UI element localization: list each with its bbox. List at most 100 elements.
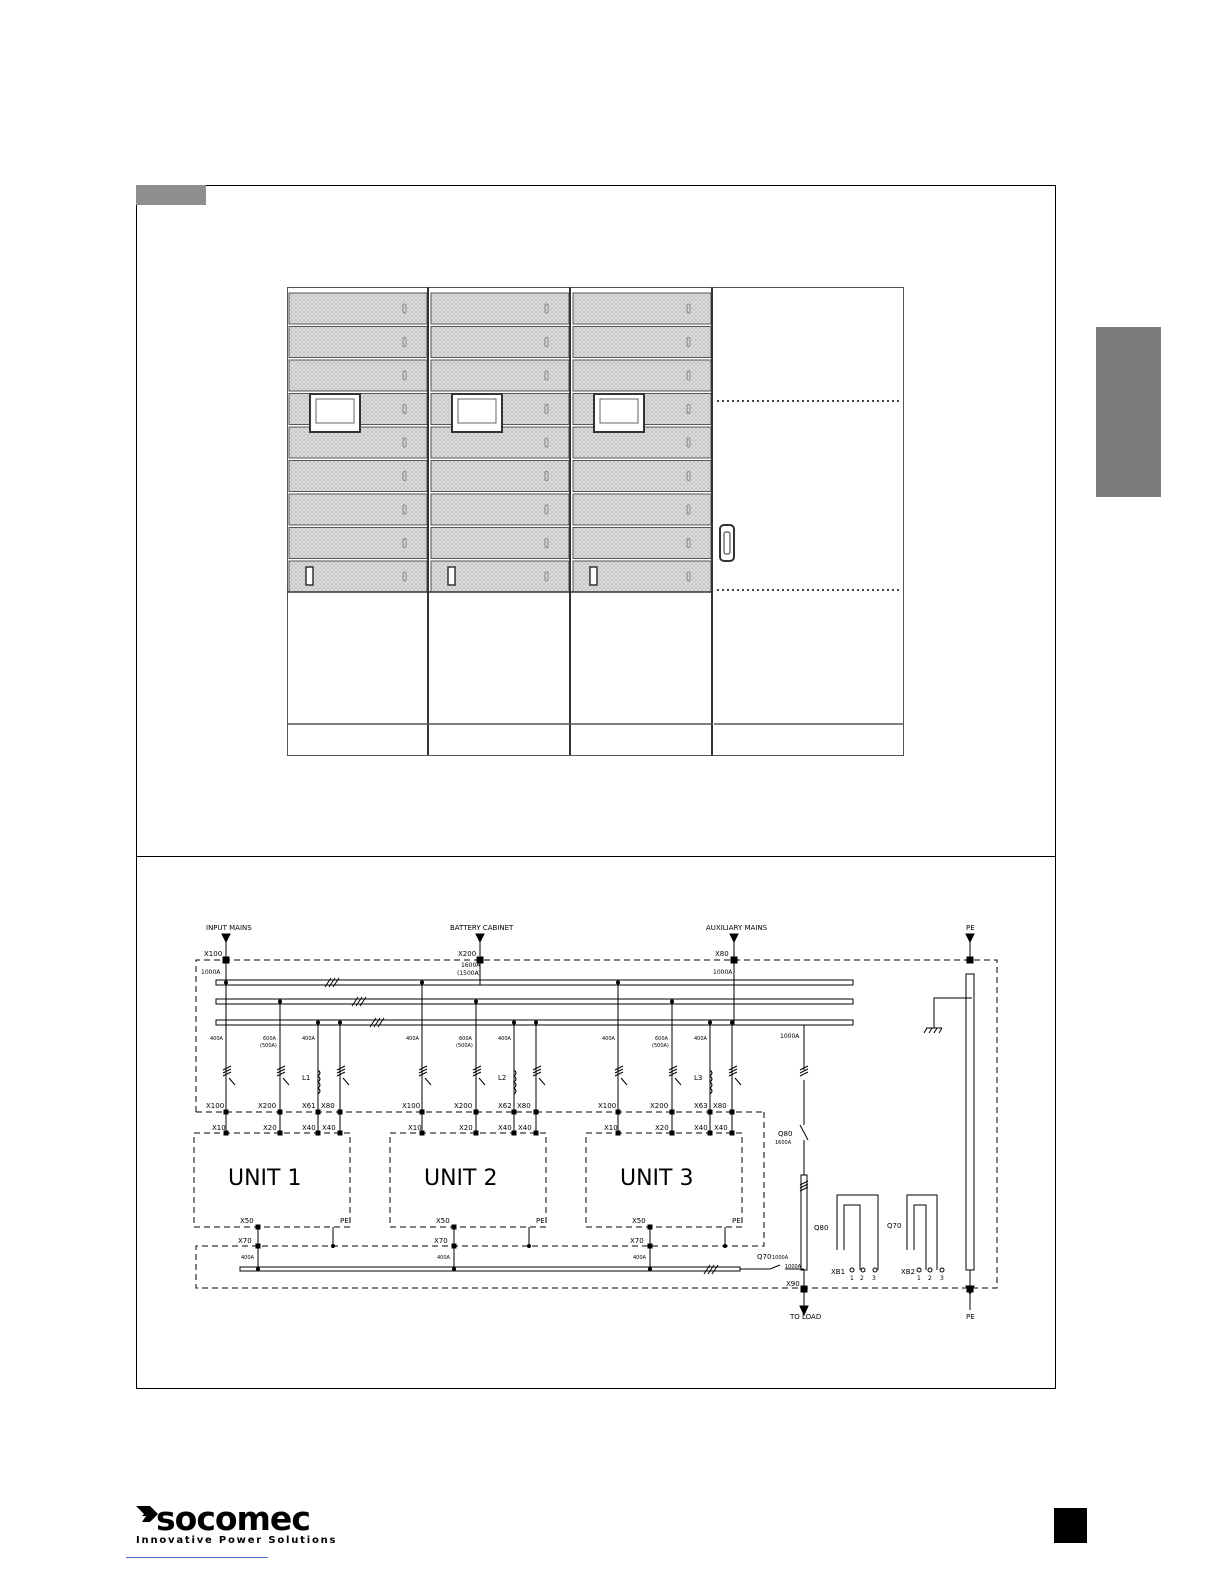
terminal-label: X100 [402,1102,420,1110]
rating-label: 600A [459,1036,473,1042]
terminal-label: X10 [408,1124,422,1132]
terminal-label: X62 [498,1102,512,1110]
terminal-label: PE [536,1217,545,1225]
label-pe-top: PE [966,924,975,932]
label-rating-1000a-left: 1000A [201,969,221,976]
label-auxiliary-mains: AUXILIARY MAINS [706,924,768,932]
inductor-label: L3 [694,1074,702,1082]
terminal-label: X200 [454,1102,472,1110]
handle-icon [589,566,598,586]
cabinet-column-1 [287,287,429,755]
label-pe-bottom: PE [966,1313,975,1321]
section-tab-marker [136,185,206,205]
label-to-load: TO LOAD [789,1313,821,1321]
socomec-logo: socomec Innovative Power Solutions [136,1499,356,1548]
terminal-label: X80 [321,1102,335,1110]
terminal-label: X80 [713,1102,727,1110]
xb2-terminal-1: 1 [917,1275,921,1282]
label-rating-1500a: (1500A) [457,970,481,977]
unit-label: UNIT 2 [424,1166,497,1191]
rating-label: 400A [241,1255,255,1261]
label-xb1: XB1 [831,1268,845,1276]
xb1-terminal-3: 3 [872,1275,876,1282]
terminal-label: X20 [459,1124,473,1132]
terminal-label: X40 [322,1124,336,1132]
rating-label: 400A [602,1036,616,1042]
label-q80-rating: 1600A [775,1140,792,1146]
terminal-label: X40 [518,1124,532,1132]
label-q80-side: Q80 [814,1224,828,1232]
xb2-terminal-2: 2 [928,1275,932,1282]
page-number-box [1054,1508,1087,1543]
label-input-mains: INPUT MAINS [206,924,252,932]
terminal-label: X50 [436,1217,450,1225]
xb1-terminal-2: 2 [860,1275,864,1282]
rating-label: 400A [633,1255,647,1261]
inductor-label: L2 [498,1074,506,1082]
label-rating-1000a-q80: 1000A [780,1033,800,1040]
rating-label: 600A [263,1036,277,1042]
label-xb2: XB2 [901,1268,915,1276]
terminal-label: X70 [630,1237,644,1245]
terminal-label: X10 [212,1124,226,1132]
control-panel-screen-icon [451,393,503,433]
terminal-label: X63 [694,1102,708,1110]
terminal-label: X80 [517,1102,531,1110]
label-battery-cabinet: BATTERY CABINET [450,924,514,932]
terminal-label: X100 [598,1102,616,1110]
terminal-label: X40 [302,1124,316,1132]
rating-label: 400A [210,1036,224,1042]
label-x90: X90 [786,1280,800,1288]
footer-link-underline [126,1557,268,1558]
terminal-label: X40 [714,1124,728,1132]
label-q80: Q80 [778,1130,792,1138]
label-rating-1000a-right: 1000A [713,969,733,976]
terminal-label: X10 [604,1124,618,1132]
handle-icon [305,566,314,586]
terminal-label: X61 [302,1102,316,1110]
label-x80-top: X80 [715,950,729,958]
chapter-side-tab [1096,327,1161,497]
section-divider [136,856,1056,857]
rating-label: (500A) [260,1043,277,1049]
terminal-label: X20 [263,1124,277,1132]
cabinet-front-view [287,287,904,756]
terminal-label: PE [340,1217,349,1225]
xb1-terminal-1: 1 [850,1275,854,1282]
xb-terminal-numbers: 1 2 3 1 2 3 [850,1275,944,1282]
rating-label: 400A [406,1036,420,1042]
rating-label: 600A [655,1036,669,1042]
terminal-label: X50 [240,1217,254,1225]
xb2-terminal-3: 3 [940,1275,944,1282]
rating-label: 400A [437,1255,451,1261]
terminal-label: X70 [238,1237,252,1245]
inductor-label: L1 [302,1074,310,1082]
terminal-label: X70 [434,1237,448,1245]
label-q70-side: Q70 [887,1222,901,1230]
label-q70: Q70 [757,1253,771,1261]
logo-tagline: Innovative Power Solutions [136,1535,337,1546]
terminal-label: X20 [655,1124,669,1132]
terminal-label: X50 [632,1217,646,1225]
unit-label: UNIT 3 [620,1166,693,1191]
rating-label: (500A) [652,1043,669,1049]
terminal-label: X200 [258,1102,276,1110]
rating-label: 400A [498,1036,512,1042]
terminal-label: X200 [650,1102,668,1110]
unit-label: UNIT 1 [228,1166,301,1191]
terminal-label: X100 [206,1102,224,1110]
rating-label: 400A [694,1036,708,1042]
page-frame [136,185,1056,1389]
rating-label: 400A [302,1036,316,1042]
label-q70-rating2: 1000A [785,1264,802,1270]
terminal-label: X40 [498,1124,512,1132]
label-q70-rating: 1000A [772,1255,789,1261]
cabinet-column-3 [571,287,713,755]
control-panel-screen-icon [309,393,361,433]
terminal-label: X40 [694,1124,708,1132]
control-panel-screen-icon [593,393,645,433]
